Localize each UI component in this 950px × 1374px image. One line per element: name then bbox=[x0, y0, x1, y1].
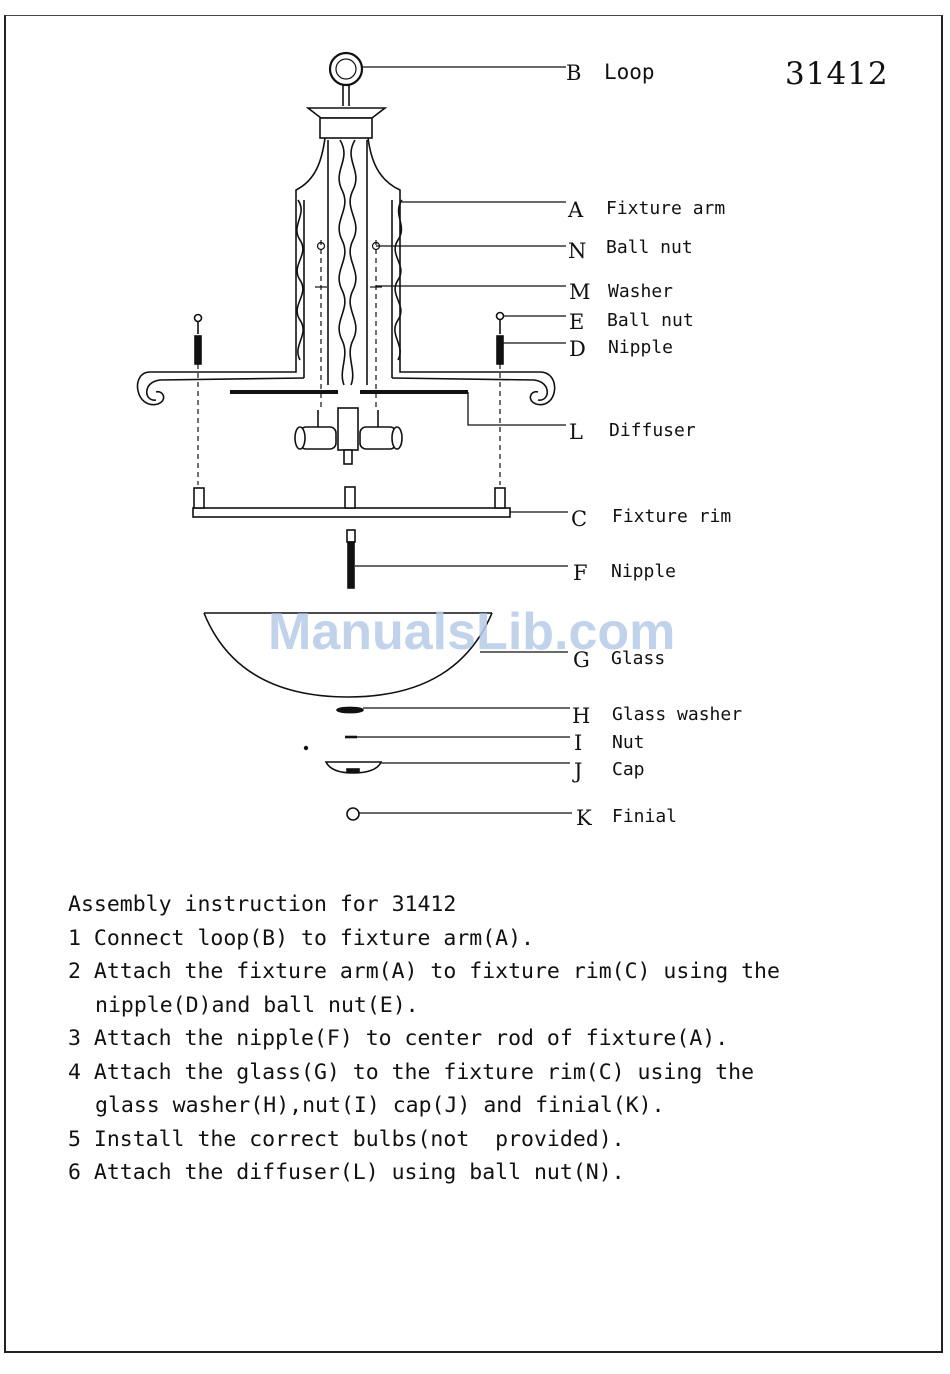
instruction-step-6: 6 Attach the diffuser(L) using ball nut(… bbox=[68, 1160, 625, 1185]
part-letter: L bbox=[569, 420, 583, 444]
part-label-N: N Ball nut bbox=[568, 237, 693, 263]
watermark-logo: ManualsLib.com bbox=[268, 603, 676, 661]
part-letter: J bbox=[572, 759, 582, 783]
part-name: Ball nut bbox=[606, 237, 693, 258]
part-label-F: F Nipple bbox=[573, 561, 676, 585]
instruction-step-2: 2 Attach the fixture arm(A) to fixture r… bbox=[68, 959, 780, 984]
part-letter: G bbox=[573, 648, 590, 672]
part-letter: F bbox=[573, 561, 588, 585]
assembly-instructions: Assembly instruction for 31412 1 Connect… bbox=[68, 888, 868, 1190]
part-letter: K bbox=[576, 806, 592, 830]
instruction-step-1: 1 Connect loop(B) to fixture arm(A). bbox=[68, 925, 534, 951]
part-name: Fixture arm bbox=[606, 198, 725, 219]
part-name: Nipple bbox=[608, 337, 673, 358]
part-label-D: D Nipple bbox=[569, 337, 673, 361]
part-label-B: B Loop bbox=[566, 60, 655, 85]
instruction-step-5: 5 Install the correct bulbs(not provided… bbox=[68, 1126, 625, 1152]
part-label-L: L Diffuser bbox=[569, 420, 696, 444]
part-label-M: M Washer bbox=[569, 280, 673, 304]
part-letter: C bbox=[571, 507, 587, 531]
part-name: Ball nut bbox=[607, 310, 694, 331]
instruction-step-4: 4 Attach the glass(G) to the fixture rim… bbox=[68, 1059, 755, 1085]
part-name: Nipple bbox=[611, 561, 676, 582]
instruction-step-3: 3 Attach the nipple(F) to center rod of … bbox=[68, 1026, 729, 1051]
part-name: Loop bbox=[604, 60, 655, 84]
part-letter: A bbox=[567, 198, 584, 222]
part-name: Fixture rim bbox=[612, 506, 731, 527]
part-name: Nut bbox=[612, 732, 645, 753]
fixture-rim-drawing bbox=[192, 486, 511, 518]
part-label-K: K Finial bbox=[576, 806, 677, 830]
part-label-A: A Fixture arm bbox=[567, 198, 725, 222]
glass-bowl-drawing bbox=[203, 612, 493, 698]
part-label-J: J Cap bbox=[572, 759, 645, 783]
part-label-G: G Glass bbox=[573, 648, 665, 672]
loop-part-drawing bbox=[328, 51, 364, 106]
part-label-I: I Nut bbox=[574, 731, 645, 755]
socket-cluster-drawing bbox=[294, 407, 403, 465]
instruction-step-4-continued: glass washer(H),nut(I) cap(J) and finial… bbox=[95, 1093, 665, 1118]
fixture-arm-drawing bbox=[136, 137, 556, 406]
part-label-H: H Glass washer bbox=[572, 704, 742, 728]
part-name: Washer bbox=[608, 281, 673, 302]
part-name: Cap bbox=[612, 759, 645, 780]
part-letter: M bbox=[569, 280, 591, 304]
part-letter: N bbox=[568, 239, 586, 263]
part-name: Finial bbox=[612, 806, 677, 827]
part-letter: H bbox=[572, 704, 590, 728]
instruction-step-2-continued: nipple(D)and ball nut(E). bbox=[95, 992, 419, 1018]
part-label-C: C Fixture rim bbox=[571, 506, 731, 531]
part-name: Glass washer bbox=[612, 704, 742, 725]
part-letter: D bbox=[569, 337, 586, 361]
instructions-title: Assembly instruction for 31412 bbox=[68, 892, 457, 917]
part-letter: B bbox=[566, 61, 581, 85]
part-letter: E bbox=[569, 310, 584, 334]
part-name: Diffuser bbox=[609, 420, 696, 441]
part-label-E: E Ball nut bbox=[569, 310, 694, 334]
model-number: 31412 bbox=[785, 56, 889, 92]
part-letter: I bbox=[574, 731, 582, 755]
part-name: Glass bbox=[611, 648, 665, 669]
page-border bbox=[4, 15, 943, 1353]
